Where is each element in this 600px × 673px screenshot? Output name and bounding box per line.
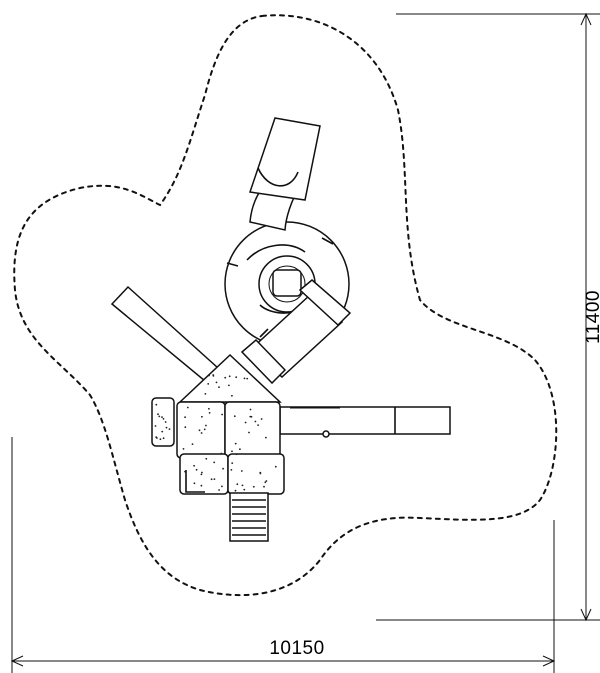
height-dimension: 11400 bbox=[376, 12, 600, 622]
texture-dot bbox=[205, 424, 207, 427]
texture-dot bbox=[208, 412, 211, 414]
texture-dot bbox=[263, 485, 265, 488]
texture-dot bbox=[243, 377, 246, 380]
texture-dot bbox=[200, 484, 203, 487]
texture-dot bbox=[221, 485, 223, 488]
texture-dot bbox=[274, 465, 277, 468]
texture-dot bbox=[164, 421, 167, 423]
texture-dot bbox=[218, 489, 221, 491]
texture-dot bbox=[265, 436, 267, 439]
horizontal-beam bbox=[279, 406, 451, 438]
texture-dot bbox=[265, 480, 268, 482]
texture-dot bbox=[239, 448, 241, 451]
texture-dot bbox=[203, 428, 206, 431]
texture-dot bbox=[235, 453, 238, 456]
texture-dot bbox=[260, 418, 263, 420]
texture-dot bbox=[165, 426, 168, 429]
texture-dot bbox=[230, 469, 233, 471]
texture-dot bbox=[231, 462, 234, 464]
width-dimension: 10150 bbox=[10, 437, 556, 673]
texture-dot bbox=[249, 408, 252, 411]
texture-dot bbox=[168, 428, 171, 430]
texture-dot bbox=[213, 478, 216, 480]
texture-dot bbox=[208, 374, 211, 377]
texture-dot bbox=[195, 468, 198, 471]
texture-dot bbox=[234, 489, 237, 492]
texture-dot bbox=[159, 438, 162, 441]
texture-dot bbox=[207, 383, 210, 385]
texture-dot bbox=[204, 393, 207, 395]
texture-dot bbox=[222, 467, 225, 470]
texture-dot bbox=[205, 457, 208, 460]
texture-dot bbox=[184, 470, 186, 473]
texture-dot bbox=[161, 416, 163, 418]
texture-dot bbox=[212, 374, 215, 376]
panel-texture bbox=[154, 374, 277, 492]
texture-dot bbox=[236, 483, 239, 486]
ladder-bar-diagonal bbox=[110, 285, 220, 383]
texture-dot bbox=[157, 413, 159, 416]
spiral-slide bbox=[224, 117, 352, 385]
texture-dot bbox=[210, 478, 213, 481]
texture-dot bbox=[243, 488, 246, 491]
texture-dot bbox=[228, 384, 230, 387]
texture-dot bbox=[264, 481, 267, 484]
texture-dot bbox=[198, 429, 201, 432]
texture-dot bbox=[240, 470, 243, 472]
texture-dot bbox=[193, 482, 196, 485]
height-label: 11400 bbox=[583, 290, 600, 344]
texture-dot bbox=[213, 461, 216, 464]
texture-dot bbox=[155, 403, 158, 406]
texture-dot bbox=[184, 416, 187, 419]
texture-dot bbox=[235, 376, 238, 379]
tower-block bbox=[151, 397, 285, 495]
width-label: 10150 bbox=[269, 638, 324, 659]
texture-dot bbox=[158, 415, 161, 418]
texture-dot bbox=[231, 450, 233, 453]
texture-dot bbox=[162, 437, 165, 440]
texture-dot bbox=[257, 424, 259, 426]
texture-dot bbox=[252, 485, 255, 488]
texture-dot bbox=[182, 448, 185, 450]
texture-dot bbox=[184, 426, 187, 429]
texture-dot bbox=[248, 431, 250, 434]
texture-dot bbox=[201, 415, 203, 418]
texture-dot bbox=[231, 394, 233, 397]
texture-dot bbox=[220, 452, 223, 455]
texture-dot bbox=[154, 425, 157, 427]
texture-dot bbox=[224, 376, 227, 379]
texture-dot bbox=[221, 413, 224, 416]
texture-dot bbox=[259, 472, 262, 475]
texture-dot bbox=[191, 443, 194, 445]
texture-dot bbox=[241, 484, 244, 487]
texture-dot bbox=[250, 415, 253, 418]
texture-dot bbox=[218, 386, 220, 389]
texture-dot bbox=[244, 421, 247, 424]
stairway bbox=[229, 492, 269, 542]
texture-dot bbox=[254, 420, 257, 423]
texture-dot bbox=[162, 418, 165, 420]
texture-dot bbox=[233, 415, 236, 418]
texture-dot bbox=[200, 473, 203, 476]
texture-dot bbox=[234, 442, 237, 445]
safety-zone-outline bbox=[13, 14, 558, 597]
texture-dot bbox=[246, 377, 249, 380]
texture-dot bbox=[201, 471, 203, 474]
texture-dot bbox=[208, 407, 210, 410]
texture-dot bbox=[186, 406, 189, 409]
texture-dot bbox=[228, 375, 231, 378]
texture-dot bbox=[156, 437, 158, 439]
texture-dot bbox=[161, 430, 164, 433]
texture-dot bbox=[200, 432, 203, 434]
texture-dot bbox=[193, 464, 196, 467]
texture-dot bbox=[215, 381, 218, 384]
